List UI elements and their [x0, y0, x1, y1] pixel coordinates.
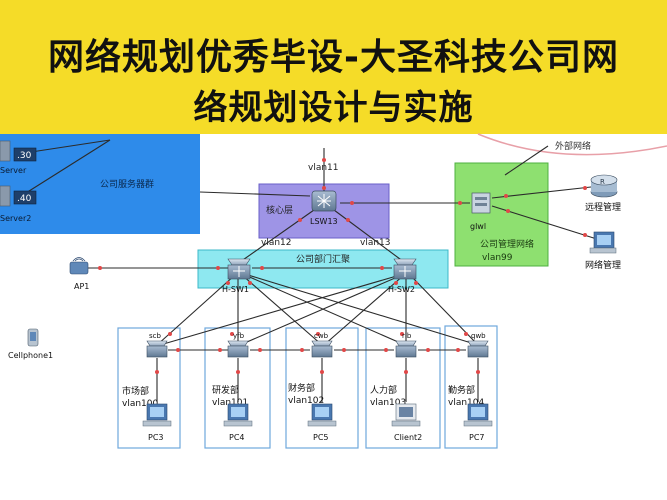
pc-network-mgmt[interactable]: 网络管理: [585, 231, 621, 271]
department-boxes: [117, 325, 498, 449]
dept-box-cwb: [285, 327, 359, 449]
core-vlan-label: vlan11: [308, 163, 339, 173]
core-switch-label: LSW13: [310, 217, 338, 226]
remote-mgmt-label: 远程管理: [585, 201, 621, 213]
management-zone-label: 公司管理网络: [480, 238, 534, 250]
dept-box-scb: [117, 327, 181, 449]
title-line-1: 网络规划优秀毕设-大圣科技公司网: [48, 37, 619, 78]
dept-4-name: 人力部: [370, 384, 397, 396]
server-zone-label: 公司服务器群: [100, 178, 154, 190]
cellphone-1[interactable]: Cellphone1: [8, 328, 53, 360]
dept-3-name: 财务部: [288, 382, 315, 394]
core-zone-label: 核心层: [266, 204, 293, 216]
access-switch-3-label: cwb: [314, 332, 329, 340]
host-client2[interactable]: Client2: [391, 403, 422, 442]
access-switch-2-label: yfb: [233, 332, 245, 340]
dept-2-vlan: vlan101: [212, 398, 248, 408]
router-icon: R: [600, 178, 605, 186]
core-switch-lsw13[interactable]: LSW13: [310, 190, 338, 226]
dept-1-name: 市场部: [122, 385, 149, 397]
host-3-label: PC5: [313, 433, 329, 442]
title-banner: 网络规划优秀毕设-大圣科技公司网 络规划设计与实施: [0, 0, 667, 134]
dept-4-vlan: vlan103: [370, 398, 406, 408]
agg-switch-1-label: H-SW1: [222, 285, 249, 294]
agg1-vlan-label: vlan12: [261, 238, 292, 248]
cellphone-label: Cellphone1: [8, 351, 53, 360]
firewall-label: glwl: [470, 222, 486, 231]
host-5-label: PC7: [469, 433, 485, 442]
access-switch-scb[interactable]: scb: [146, 332, 168, 358]
port-dots: [98, 158, 587, 374]
host-1-label: PC3: [148, 433, 164, 442]
access-switch-yfb[interactable]: yfb: [227, 332, 249, 358]
aggregation-zone-label: 公司部门汇聚: [296, 253, 350, 265]
host-2-label: PC4: [229, 433, 245, 442]
access-switch-cwb[interactable]: cwb: [311, 332, 333, 358]
external-network-boundary: [477, 133, 667, 156]
department-labels: 市场部 vlan100 研发部 vlan101 财务部 vlan102 人力部 …: [122, 382, 484, 409]
dept-3-vlan: vlan102: [288, 396, 324, 406]
router-remote-mgmt[interactable]: R 远程管理: [585, 174, 621, 213]
access-switch-4-label: rlb: [402, 332, 412, 340]
dept-1-vlan: vlan100: [122, 399, 158, 409]
access-switch-5-label: qwb: [471, 332, 486, 340]
server-2[interactable]: .40 Server2: [0, 185, 37, 223]
agg-switch-2-label: H-SW2: [388, 285, 415, 294]
management-zone: [454, 162, 549, 267]
firewall-glwl[interactable]: glwl: [470, 192, 491, 231]
host-4-label: Client2: [394, 433, 422, 442]
host-pc3[interactable]: PC3: [142, 403, 172, 442]
management-vlan-label: vlan99: [482, 253, 513, 263]
dept-box-qwb: [444, 325, 498, 449]
access-switch-rlb[interactable]: rlb: [395, 332, 417, 358]
agg-switch-h-sw2[interactable]: H-SW2: [388, 258, 417, 294]
host-pc5[interactable]: PC5: [307, 403, 337, 442]
ap-label: AP1: [74, 282, 89, 291]
server-2-ip: .40: [17, 194, 32, 204]
title-line-2: 络规划设计与实施: [193, 88, 474, 128]
dept-5-name: 勤务部: [448, 384, 475, 396]
external-network-label: 外部网络: [555, 140, 591, 152]
server-2-label: Server2: [0, 214, 31, 223]
server-1-label: Server: [0, 166, 27, 175]
network-mgmt-label: 网络管理: [585, 259, 621, 271]
access-point-ap1[interactable]: AP1: [69, 257, 89, 292]
dept-2-name: 研发部: [212, 384, 239, 396]
server-1[interactable]: .30 Server: [0, 140, 37, 175]
agg2-vlan-label: vlan13: [360, 238, 391, 248]
server-1-ip: .30: [17, 151, 32, 161]
access-switch-qwb[interactable]: qwb: [467, 332, 489, 358]
dept-box-rlb: [365, 327, 441, 449]
dept-5-vlan: vlan104: [448, 398, 484, 408]
host-pc4[interactable]: PC4: [223, 403, 253, 442]
agg-switch-h-sw1[interactable]: H-SW1: [222, 258, 251, 294]
access-switch-1-label: scb: [149, 332, 161, 340]
host-pc7[interactable]: PC7: [463, 403, 493, 442]
